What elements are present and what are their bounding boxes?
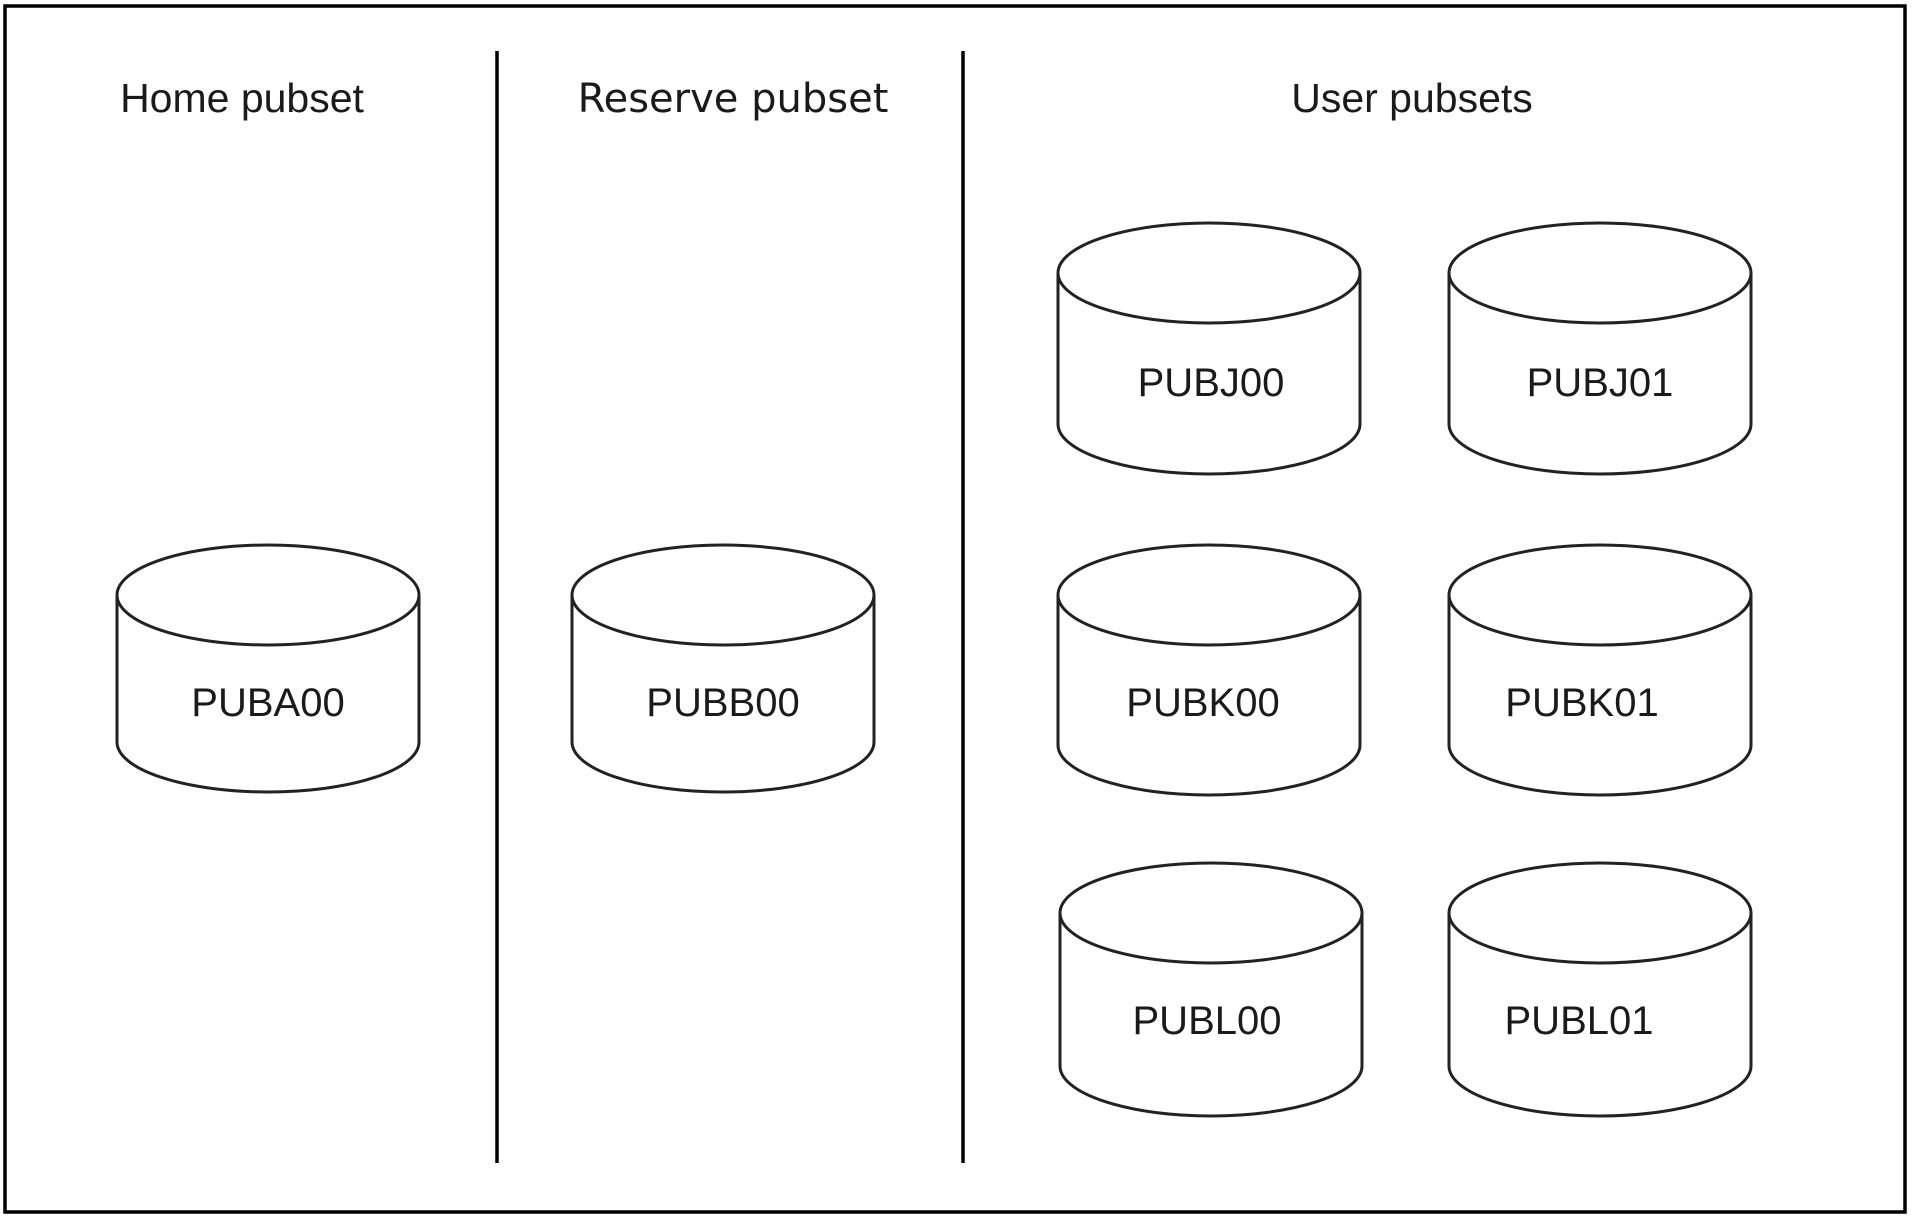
disk-label: PUBL00 xyxy=(1133,999,1282,1043)
disk-pubj01: PUBJ01 xyxy=(1447,221,1753,476)
disk-label: PUBL01 xyxy=(1505,999,1654,1043)
home-pubset-heading: Home pubset xyxy=(120,75,364,121)
user-pubsets-heading: User pubsets xyxy=(1291,75,1533,121)
disk-pubk01: PUBK01 xyxy=(1447,543,1753,797)
disk-label: PUBB00 xyxy=(646,681,799,725)
disk-publ01: PUBL01 xyxy=(1447,861,1753,1118)
disk-label: PUBJ00 xyxy=(1138,361,1285,405)
disk-label: PUBK01 xyxy=(1505,681,1658,725)
disk-pubj00: PUBJ00 xyxy=(1056,221,1362,476)
diagram-frame xyxy=(3,4,1907,1214)
disk-label: PUBA00 xyxy=(191,681,344,725)
disk-label: PUBK00 xyxy=(1126,681,1279,725)
disk-label: PUBJ01 xyxy=(1527,361,1674,405)
disk-pubk00: PUBK00 xyxy=(1056,543,1362,797)
disk-pubb00: PUBB00 xyxy=(570,543,876,794)
reserve-pubset-heading: Reserve pubset xyxy=(578,76,889,122)
disk-publ00: PUBL00 xyxy=(1058,861,1364,1118)
disk-puba00: PUBA00 xyxy=(115,543,421,794)
